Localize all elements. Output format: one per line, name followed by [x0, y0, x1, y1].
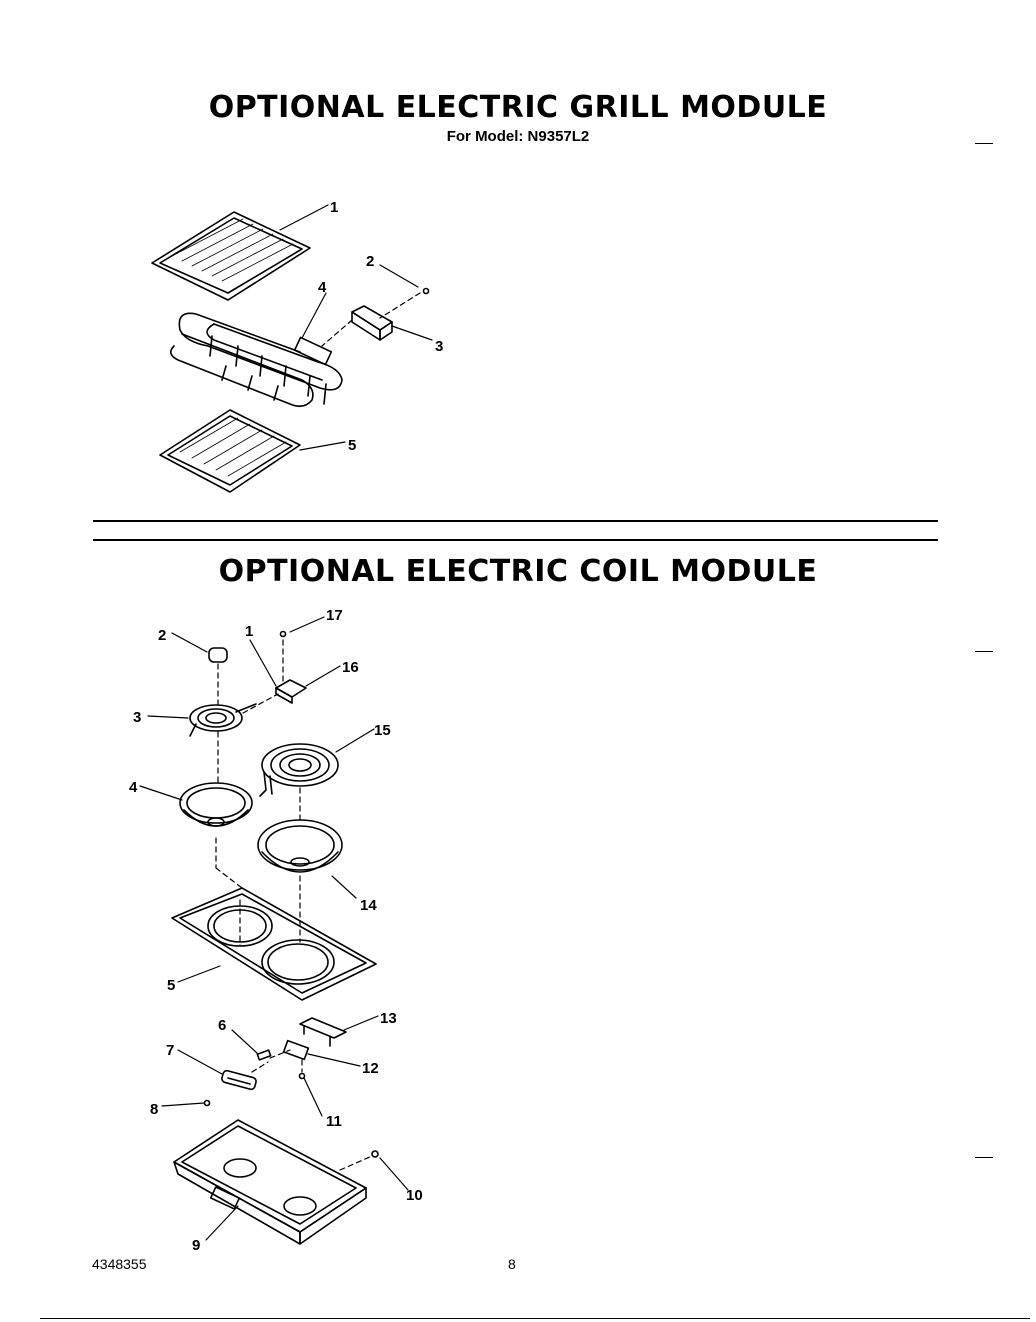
grill-assembly-lines — [321, 292, 421, 347]
coil-cap — [208, 647, 228, 663]
page-number: 8 — [508, 1256, 516, 1272]
coil-terminal-block — [221, 1069, 257, 1091]
bottom-rule — [40, 1318, 1030, 1319]
document-number: 4348355 — [92, 1256, 147, 1272]
callout-label: 2 — [366, 253, 374, 270]
callout-label: 11 — [326, 1113, 342, 1130]
cooktop-plate — [171, 887, 377, 1001]
model-subtitle: For Model: N9357L2 — [446, 128, 590, 145]
callout-label: 15 — [374, 722, 391, 739]
callout-label: 3 — [133, 709, 141, 726]
margin-tick — [975, 143, 993, 144]
callout-label: 13 — [380, 1010, 397, 1027]
grill-terminal-block — [351, 305, 393, 341]
small-coil-element — [189, 703, 257, 737]
section-divider-bottom — [93, 539, 938, 541]
coil-assembly-lines — [215, 639, 373, 1171]
burner-box — [173, 1119, 367, 1245]
callout-labels: 1 2 3 4 5 1 2 3 4 5 6 7 8 9 10 11 12 13 … — [129, 199, 443, 1254]
callout-label: 3 — [435, 338, 443, 355]
callout-label: 2 — [158, 627, 166, 644]
coil-screw — [279, 630, 287, 638]
callout-label: 17 — [326, 607, 343, 624]
coil-bracket — [299, 1017, 347, 1047]
callout-label: 5 — [348, 437, 356, 454]
burner-box-screw — [371, 1150, 379, 1158]
callout-label: 6 — [218, 1017, 226, 1034]
callout-label: 1 — [330, 199, 338, 216]
grill-drip-pan — [159, 409, 301, 493]
callout-label: 16 — [342, 659, 359, 676]
callout-label: 9 — [192, 1237, 200, 1254]
grill-grate — [151, 211, 311, 301]
coil-small-plate — [282, 1039, 310, 1061]
callout-label: 10 — [406, 1187, 423, 1204]
margin-tick — [975, 1157, 993, 1158]
callout-label: 4 — [318, 279, 327, 296]
coil-module-title: OPTIONAL ELECTRIC COIL MODULE — [218, 554, 818, 589]
coil-leader-lines — [139, 616, 409, 1241]
small-drip-bowl — [179, 782, 253, 827]
callout-label: 12 — [362, 1060, 379, 1077]
coil-terminal-screw — [203, 1099, 211, 1107]
coil-receptacle — [275, 679, 307, 704]
coil-plate-screw — [298, 1072, 306, 1080]
large-drip-bowl — [257, 819, 343, 873]
margin-tick — [975, 651, 993, 652]
callout-label: 4 — [129, 779, 138, 796]
callout-label: 1 — [245, 623, 253, 640]
large-coil-element — [259, 743, 339, 797]
grill-module-title: OPTIONAL ELECTRIC GRILL MODULE — [208, 90, 828, 125]
grill-leader-lines — [279, 204, 433, 451]
grill-screw — [422, 287, 430, 295]
callout-label: 14 — [360, 897, 377, 914]
callout-label: 5 — [167, 977, 175, 994]
callout-label: 8 — [150, 1101, 158, 1118]
coil-clip — [256, 1049, 272, 1061]
grill-heating-element — [170, 312, 343, 408]
callout-label: 7 — [166, 1042, 174, 1059]
section-divider-top — [93, 520, 938, 522]
